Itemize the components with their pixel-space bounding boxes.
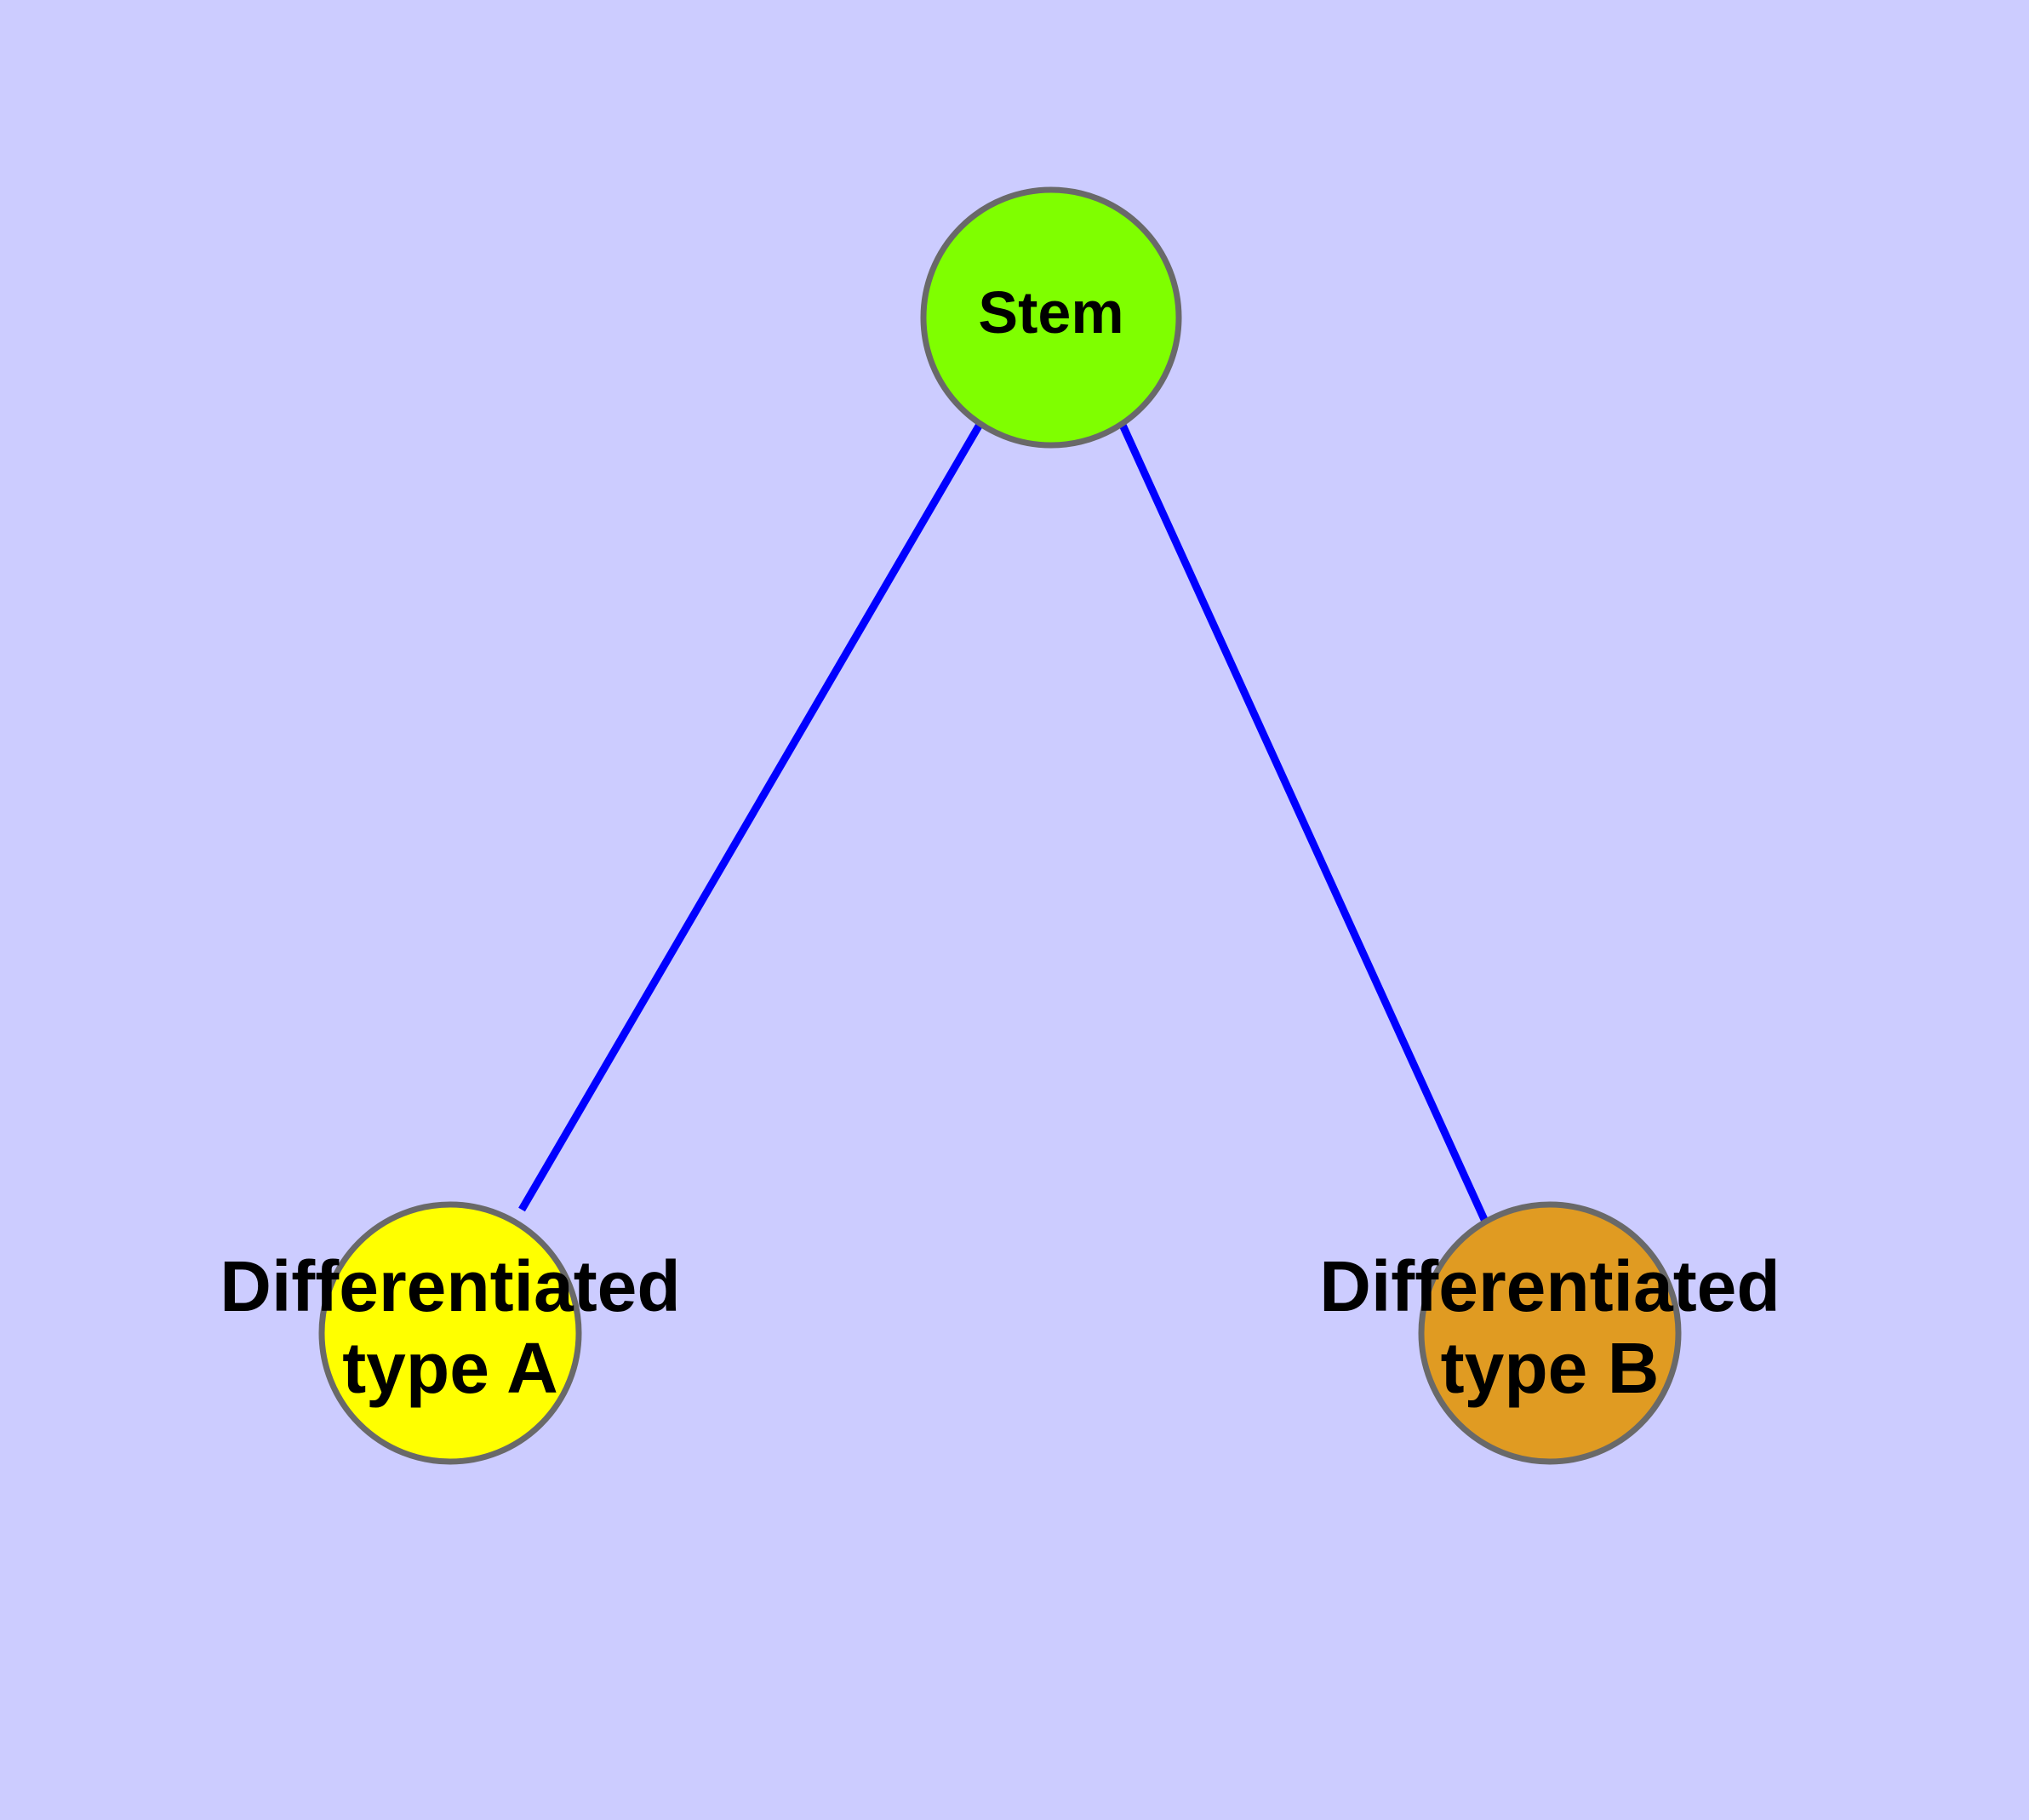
node-label-line: type B: [1441, 1328, 1660, 1408]
node-label-line: Differentiated: [1319, 1246, 1780, 1326]
node-label-line: type A: [342, 1328, 558, 1408]
node-circle-stem[interactable]: [920, 186, 1182, 449]
node-label-line: Differentiated: [220, 1246, 680, 1326]
edges-layer: [518, 421, 1490, 1225]
node-circle-diff_a[interactable]: [318, 1201, 582, 1465]
node-circle-diff_b[interactable]: [1418, 1201, 1682, 1465]
node-label-line: Stem: [978, 279, 1123, 346]
node-label-stem: Stem: [978, 279, 1123, 346]
edge-stem-to-b: [1117, 421, 1490, 1225]
edge-stem-to-a: [518, 421, 984, 1212]
nodes-layer: [318, 186, 1682, 1465]
